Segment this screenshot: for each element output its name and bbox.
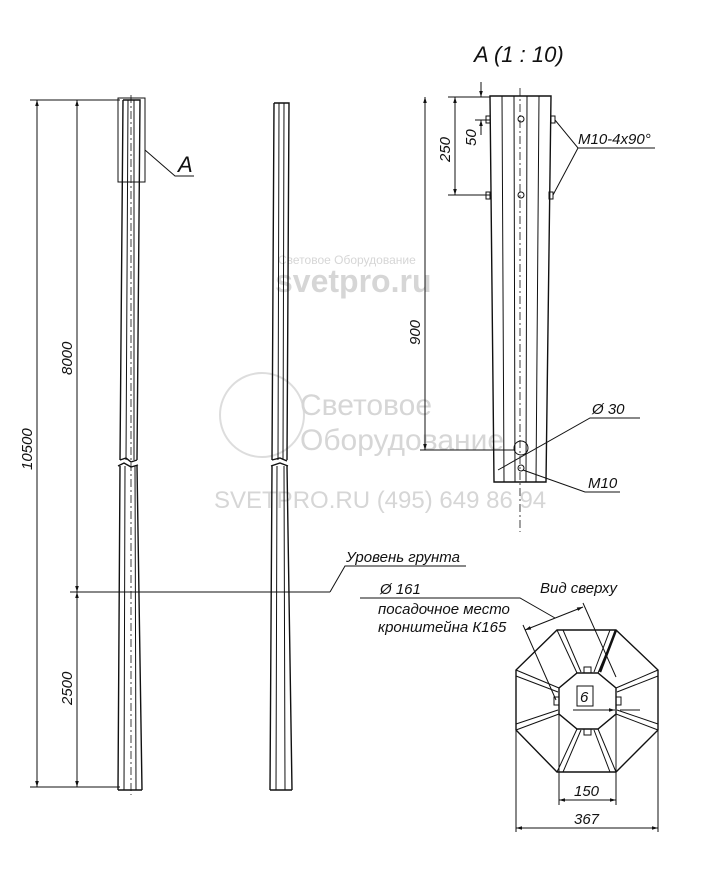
dim-total-label: 10500	[19, 428, 36, 470]
thickness-box	[576, 685, 594, 707]
watermark: Световое Оборудование svetpro.ru Светово…	[214, 253, 546, 514]
dim-50-label: 50	[463, 129, 480, 146]
watermark-text: Оборудование	[300, 424, 504, 457]
dim-250-label: 250	[437, 136, 454, 163]
watermark-text: SVETPRO.RU (495) 649 86 94	[214, 487, 546, 514]
bottom-bolt-label: M10	[588, 475, 618, 492]
pole-front-view: A	[117, 95, 194, 795]
ground-level-label: Уровень грунта	[345, 549, 460, 566]
inner-width-label: 150	[574, 783, 600, 800]
watermark-text: Световое Оборудование	[278, 253, 416, 267]
seat-label-line2: кронштейна К165	[378, 619, 507, 636]
watermark-text: svetpro.ru	[275, 263, 431, 299]
dim-above-ground-label: 8000	[59, 341, 76, 375]
top-view: Вид сверху Ø 161 посадочное место кроншт…	[360, 580, 659, 832]
dim-900-label: 900	[407, 319, 424, 345]
dim-below-ground-label: 2500	[59, 671, 76, 706]
detail-marker: A	[176, 152, 193, 177]
outer-width-label: 367	[574, 811, 600, 828]
diameter-label: Ø 161	[379, 581, 421, 598]
thickness-label: 6	[580, 689, 589, 706]
pole-side-view	[269, 102, 293, 791]
detail-a-frame	[117, 97, 146, 183]
top-view-title: Вид сверху	[540, 580, 618, 597]
bolt-label: M10-4x90°	[578, 131, 651, 148]
hole-30	[513, 440, 529, 456]
seat-label-line1: посадочное место	[378, 601, 510, 618]
watermark-text: Световое	[300, 389, 432, 422]
dimensions-main: 10500 8000 2500 Уровень грунта	[19, 99, 466, 788]
detail-a-title: A (1 : 10)	[472, 42, 564, 67]
detail-a-view: A (1 : 10) 250 50 900 M10-4x90° Ø 30 M10	[407, 42, 655, 532]
watermark-logo-icon	[219, 372, 305, 458]
hole-label: Ø 30	[591, 401, 625, 418]
